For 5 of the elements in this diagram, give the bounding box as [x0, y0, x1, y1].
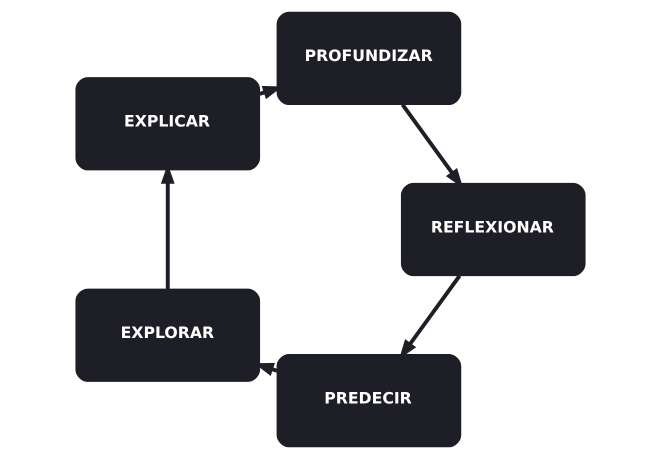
node-box: PROFUNDIZAR — [276, 12, 461, 106]
node-box: EXPLICAR — [74, 77, 260, 170]
node-box: PREDECIR — [276, 354, 461, 448]
node-box: REFLEXIONAR — [400, 182, 586, 276]
node-box: EXPLORAR — [74, 288, 260, 382]
